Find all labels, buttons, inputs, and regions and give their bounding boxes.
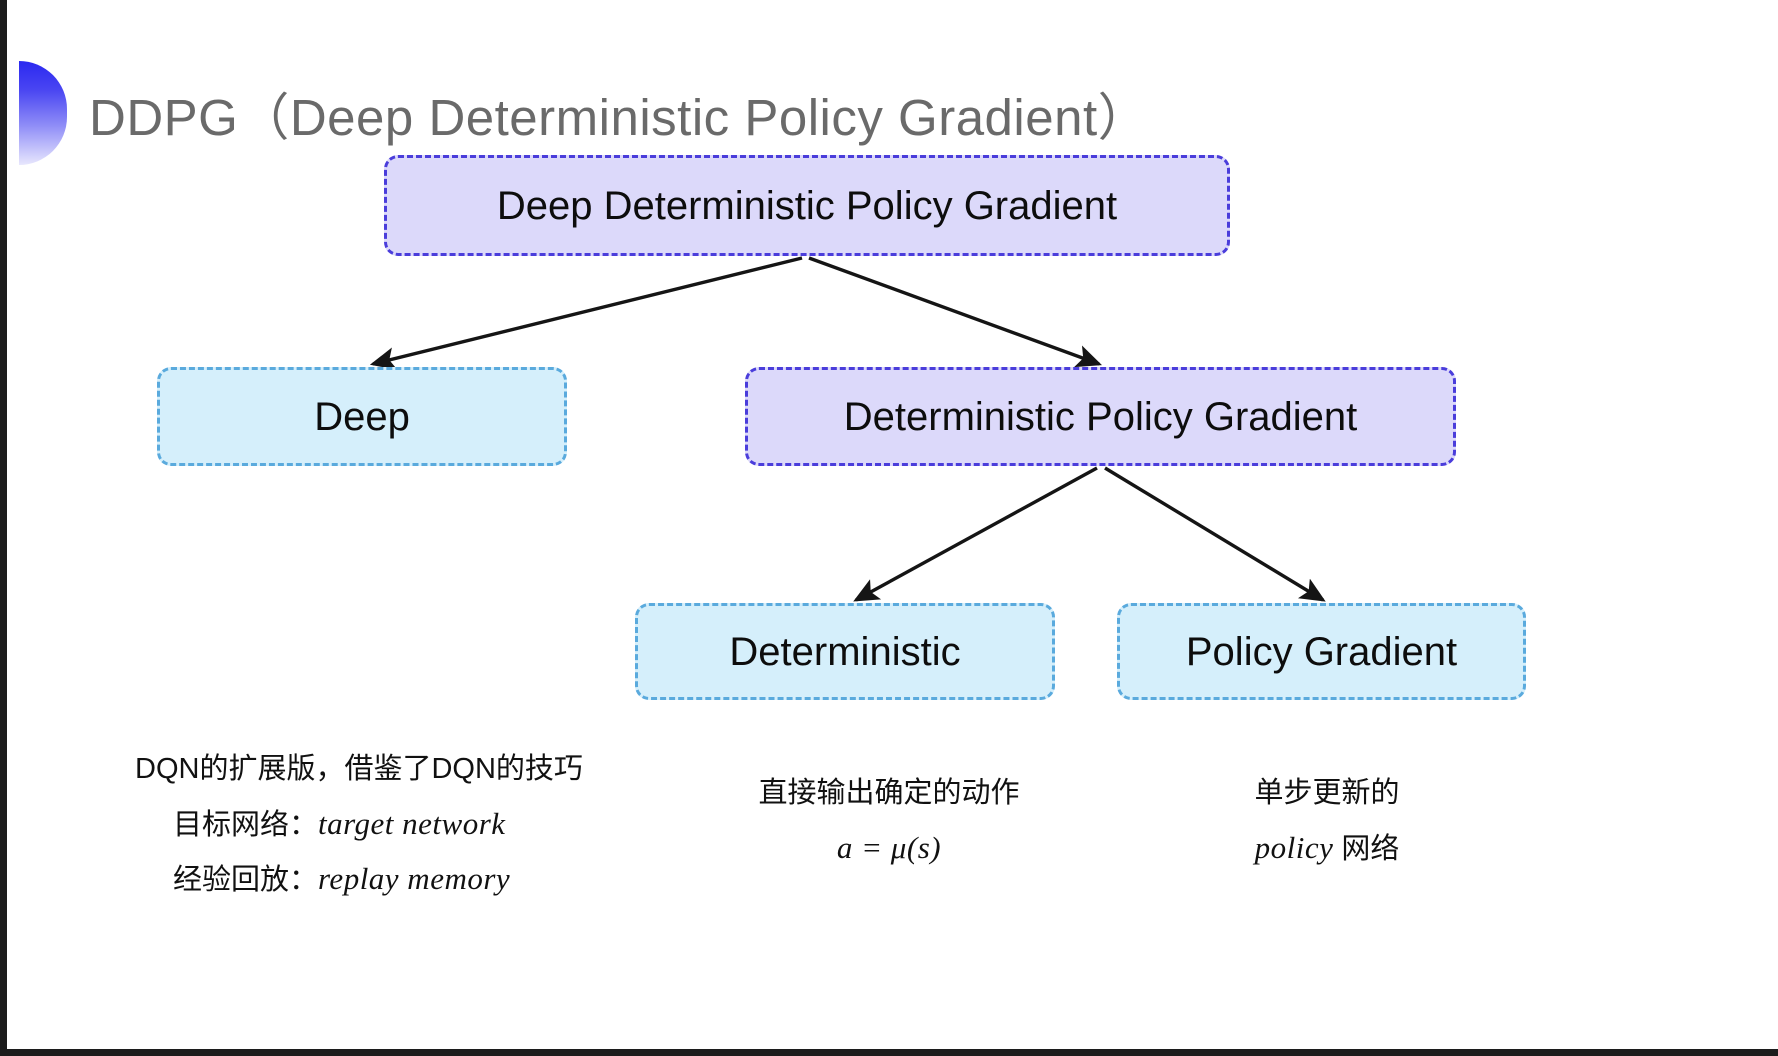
annotation-policy-gradient-line1: 单步更新的 <box>1254 777 1400 809</box>
node-deterministic-policy-gradient[interactable]: Deterministic Policy Gradient <box>745 367 1456 466</box>
annotation-policy-gradient-term: policy <box>1254 829 1334 865</box>
annotation-deep-line3-term: replay memory <box>318 861 511 897</box>
arrow-root-to-deep <box>369 256 803 370</box>
annotation-policy-gradient-suffix: 网络 <box>1333 832 1400 865</box>
annotation-deep-line2-term: target network <box>318 805 506 841</box>
node-policy-gradient[interactable]: Policy Gradient <box>1117 603 1526 700</box>
annotation-deep-line2-label: 目标网络： <box>173 808 319 841</box>
annotation-deep-line2: 目标网络：target network <box>135 796 583 852</box>
page-title: DDPG（Deep Deterministic Policy Gradient） <box>89 89 1150 146</box>
node-deep[interactable]: Deep <box>157 367 567 466</box>
arrow-dpg-to-deterministic <box>853 466 1098 602</box>
node-deep-deterministic-policy-gradient[interactable]: Deep Deterministic Policy Gradient <box>384 155 1230 256</box>
annotation-policy-gradient: 单步更新的 policy 网络 <box>1207 768 1447 875</box>
annotation-deterministic-formula: a = μ(s) <box>836 829 942 865</box>
annotation-deep-line3: 经验回放：replay memory <box>135 851 583 907</box>
annotation-policy-gradient-line2: policy 网络 <box>1207 820 1447 876</box>
annotation-deterministic-line1: 直接输出确定的动作 <box>758 777 1020 809</box>
node-deterministic[interactable]: Deterministic <box>635 603 1055 700</box>
arrow-root-to-dpg <box>808 256 1102 368</box>
arrow-dpg-to-policy-gradient <box>1104 466 1326 602</box>
annotation-deep-line1: DQN的扩展版，借鉴了DQN的技巧 <box>135 753 583 785</box>
annotation-deep-line3-label: 经验回放： <box>173 864 319 897</box>
annotation-deep: DQN的扩展版，借鉴了DQN的技巧 目标网络：target network 经验… <box>135 744 583 907</box>
annotation-deterministic: 直接输出确定的动作 a = μ(s) <box>749 768 1029 875</box>
slide-title-row: DDPG（Deep Deterministic Policy Gradient） <box>19 58 1150 168</box>
title-accent-shape-icon <box>19 61 67 165</box>
